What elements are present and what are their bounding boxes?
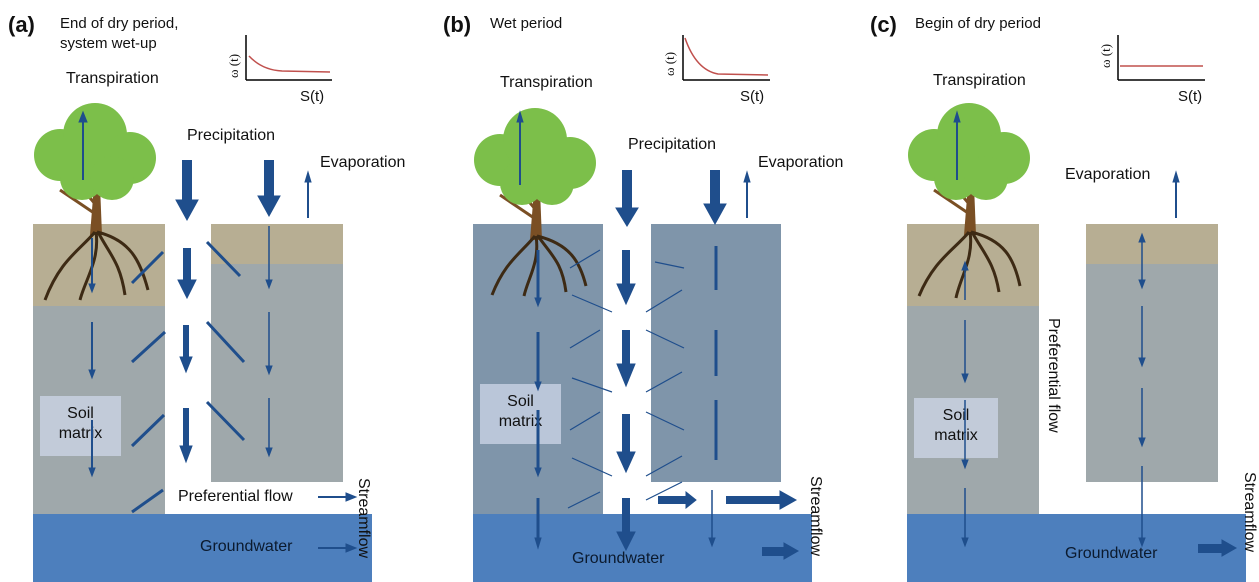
groundwater-layer bbox=[33, 514, 372, 582]
panel-title: End of dry period, system wet-up bbox=[60, 15, 179, 52]
tree bbox=[34, 103, 156, 301]
panel-title: Begin of dry period bbox=[915, 15, 1041, 32]
groundwater-layer bbox=[907, 514, 1246, 582]
panel-b: (b) Wet period Transpiration Precipitati… bbox=[440, 0, 860, 582]
panel-a-graphics bbox=[34, 35, 358, 553]
inset-plot bbox=[245, 35, 332, 81]
flow-arrows bbox=[516, 110, 800, 560]
inset-curve bbox=[684, 37, 769, 76]
soil-matrix-box: Soil matrix bbox=[914, 398, 998, 458]
transpiration-label: Transpiration bbox=[500, 74, 593, 91]
panel-label: (a) bbox=[8, 12, 35, 37]
evaporation-label: Evaporation bbox=[320, 154, 406, 171]
groundwater-layer bbox=[473, 514, 812, 582]
groundwater-label: Groundwater bbox=[200, 538, 293, 555]
soil-right bbox=[211, 264, 343, 482]
groundwater-label: Groundwater bbox=[1065, 545, 1158, 562]
inset-plot bbox=[1117, 35, 1205, 81]
flow-arrows bbox=[953, 110, 1238, 557]
inset-curve bbox=[248, 55, 331, 73]
topsoil-left bbox=[33, 224, 165, 306]
topsoil-left bbox=[907, 224, 1039, 306]
panel-b-graphics bbox=[474, 35, 800, 560]
panel-title: Wet period bbox=[490, 15, 563, 32]
preferential-flow-label: Preferential flow bbox=[178, 488, 293, 505]
soil-matrix-box: Soil matrix bbox=[480, 384, 561, 444]
flow-arrows bbox=[78, 110, 358, 553]
topsoil-right bbox=[1086, 224, 1218, 264]
topsoil-right bbox=[211, 224, 343, 264]
panel-label: (b) bbox=[443, 12, 472, 37]
evaporation-label: Evaporation bbox=[758, 154, 844, 171]
soil-right bbox=[1086, 264, 1218, 482]
inset-x-label: S(t) bbox=[300, 88, 325, 105]
panel-c: (c) Begin of dry period Transpiration Ev… bbox=[860, 0, 1259, 582]
roots bbox=[43, 230, 150, 301]
tree bbox=[474, 108, 596, 297]
panel-a: (a) End of dry period, system wet-up Tra… bbox=[0, 0, 420, 582]
transpiration-label: Transpiration bbox=[933, 72, 1026, 89]
inset-plot bbox=[682, 35, 770, 81]
precipitation-label: Precipitation bbox=[628, 136, 717, 153]
groundwater-label: Groundwater bbox=[572, 550, 665, 567]
evaporation-label: Evaporation bbox=[1065, 166, 1151, 183]
inset-x-label: S(t) bbox=[1178, 88, 1203, 105]
inset-x-label: S(t) bbox=[740, 88, 765, 105]
roots bbox=[917, 230, 1022, 299]
tree bbox=[908, 103, 1030, 299]
panel-c-graphics bbox=[908, 35, 1238, 557]
panel-label: (c) bbox=[870, 12, 897, 37]
transpiration-label: Transpiration bbox=[66, 70, 159, 87]
roots bbox=[490, 234, 588, 297]
precipitation-label: Precipitation bbox=[187, 127, 276, 144]
